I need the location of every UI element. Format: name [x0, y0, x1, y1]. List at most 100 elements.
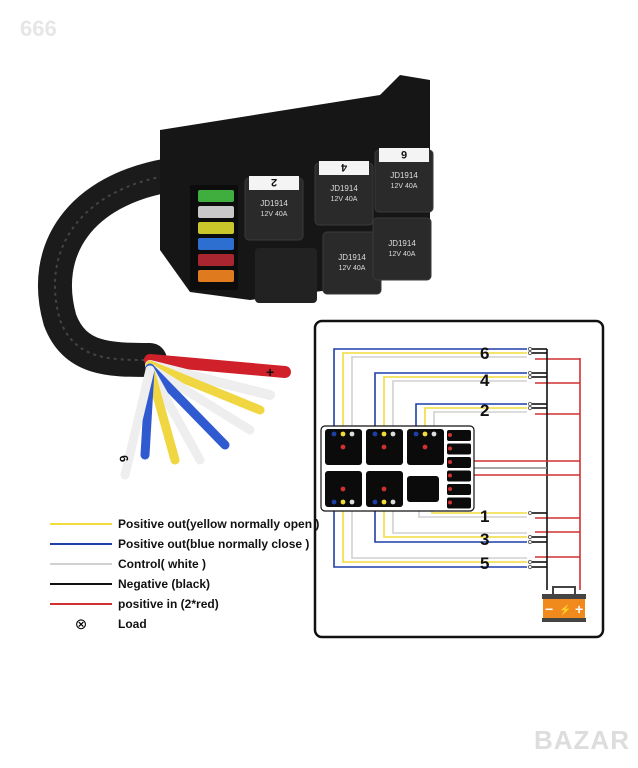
pin: [381, 444, 387, 450]
pin: [390, 499, 396, 505]
relay-model: JD1914: [388, 239, 416, 248]
legend-item: Negative (black): [50, 574, 319, 594]
wire: [392, 504, 527, 534]
pin: [331, 431, 337, 437]
relay-rating: 12V 40A: [389, 251, 416, 258]
fuse-symbol: [447, 430, 471, 441]
switch-contact: [527, 539, 533, 545]
wire: [392, 380, 527, 432]
legend-item: Positive out(blue normally close ): [50, 534, 319, 554]
pin: [448, 487, 452, 491]
switch-contact: [527, 350, 533, 356]
relay-label-plate: [319, 161, 369, 175]
legend-swatch: [50, 563, 112, 565]
wire: [415, 403, 527, 432]
switch-contact: [527, 374, 533, 380]
fuse-symbol: [447, 497, 471, 509]
pin: [422, 444, 428, 450]
fuse: [198, 222, 234, 234]
pin: [340, 486, 346, 492]
relay-symbol: [407, 476, 439, 502]
fuse: [198, 190, 234, 202]
switch-contact: [527, 370, 533, 376]
legend-item: ⊗ Load: [50, 614, 319, 634]
pin: [413, 431, 419, 437]
switch-contact: [527, 401, 533, 407]
pin: [448, 446, 452, 451]
fuse-symbol: [447, 443, 471, 455]
pin: [448, 473, 452, 478]
fuse: [198, 270, 234, 282]
legend-label: Positive out(blue normally close ): [118, 537, 310, 551]
switch-contact: [527, 405, 533, 411]
relay-rating: 12V 40A: [261, 211, 288, 218]
pin: [340, 444, 346, 450]
relay-rating: 12V 40A: [391, 183, 418, 190]
pin: [349, 499, 355, 505]
pin: [381, 499, 387, 505]
pin: [340, 431, 346, 437]
relay-number: 4: [340, 161, 347, 173]
wire: [374, 372, 527, 432]
relay-model: JD1914: [338, 253, 366, 262]
bolt-icon: ⚡: [559, 603, 571, 616]
pin: [381, 486, 387, 492]
watermark-bottom: BAZAR: [534, 725, 630, 755]
wire: [383, 504, 527, 538]
legend-swatch: [50, 523, 112, 525]
fuse: [198, 238, 234, 250]
pin: [431, 431, 437, 437]
wire-ends: [120, 354, 291, 480]
legend-label: Negative (black): [118, 577, 211, 591]
fuse-row: [198, 190, 234, 282]
relay: [372, 217, 432, 281]
load-icon: ⊗: [74, 616, 88, 633]
pin: [390, 431, 396, 437]
wire: [433, 411, 527, 432]
wire: [342, 504, 527, 563]
circuit-label: 5: [480, 554, 489, 573]
battery-plus: +: [575, 601, 583, 617]
switch-contact: [527, 510, 533, 516]
wire: [383, 376, 527, 432]
legend-label: Control( white ): [118, 557, 206, 571]
relay-model: JD1914: [260, 199, 288, 208]
watermark-top: 666: [20, 16, 57, 41]
relay-model: JD1914: [330, 184, 358, 193]
relay-label-plate: [249, 176, 299, 190]
wire: [333, 504, 527, 568]
switch-contact: [527, 346, 533, 352]
fuse-symbol: [447, 457, 471, 468]
relay-model: JD1914: [390, 171, 418, 180]
relay-label-plate: [379, 148, 429, 162]
relay-rating: 12V 40A: [331, 196, 358, 203]
pin: [372, 499, 378, 505]
wire: [374, 504, 527, 543]
pin: [372, 431, 378, 437]
wire-tag: 6: [116, 454, 131, 463]
legend-swatch: [50, 583, 112, 585]
fuse: [198, 206, 234, 218]
circuit-label: 3: [480, 530, 489, 549]
pin: [331, 499, 337, 505]
relay-number: 2: [271, 176, 277, 188]
legend-label: positive in (2*red): [118, 597, 219, 611]
fuse: [198, 254, 234, 266]
wire-tag: +: [266, 364, 274, 380]
legend: Positive out(yellow normally open ) Posit…: [50, 514, 319, 634]
pin: [448, 433, 452, 437]
battery-minus: −: [545, 601, 553, 617]
wire: [333, 348, 527, 432]
pin: [340, 499, 346, 505]
legend-item: positive in (2*red): [50, 594, 319, 614]
switch-contact: [527, 534, 533, 540]
fuse-symbol: [447, 470, 471, 482]
relay-rating: 12V 40A: [339, 265, 366, 272]
legend-item: Positive out(yellow normally open ): [50, 514, 319, 534]
legend-label: Load: [118, 617, 147, 631]
pin: [422, 431, 428, 437]
